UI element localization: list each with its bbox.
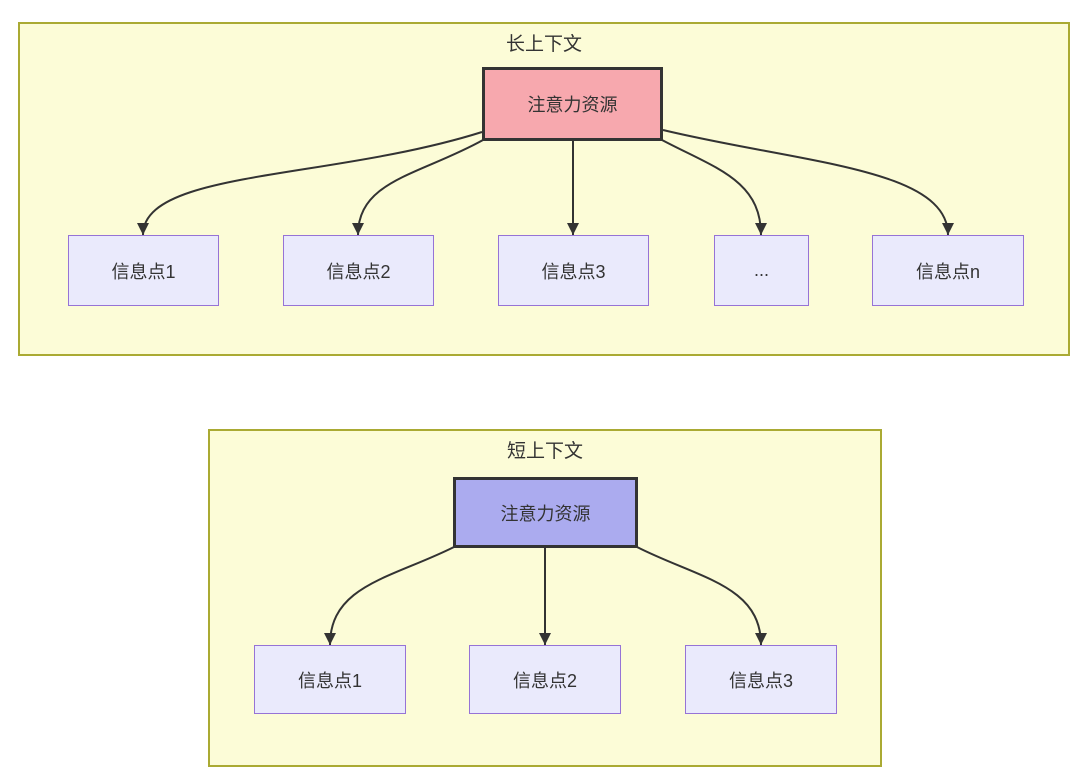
short-info-point-1-node: 信息点1 xyxy=(254,645,406,714)
short-attention-source-node: 注意力资源 xyxy=(453,477,638,548)
long-info-point-2-node: 信息点2 xyxy=(283,235,434,306)
long-attention-source-node: 注意力资源 xyxy=(482,67,663,141)
short-context-title: 短上下文 xyxy=(506,441,583,462)
long-info-point-1-node: 信息点1 xyxy=(68,235,219,306)
long-info-point-ellipsis-node: ... xyxy=(714,235,809,306)
long-context-title: 长上下文 xyxy=(505,34,582,55)
long-info-point-n-node: 信息点n xyxy=(872,235,1024,306)
short-info-point-3-node: 信息点3 xyxy=(685,645,837,714)
short-info-point-2-node: 信息点2 xyxy=(469,645,621,714)
long-info-point-3-node: 信息点3 xyxy=(498,235,649,306)
